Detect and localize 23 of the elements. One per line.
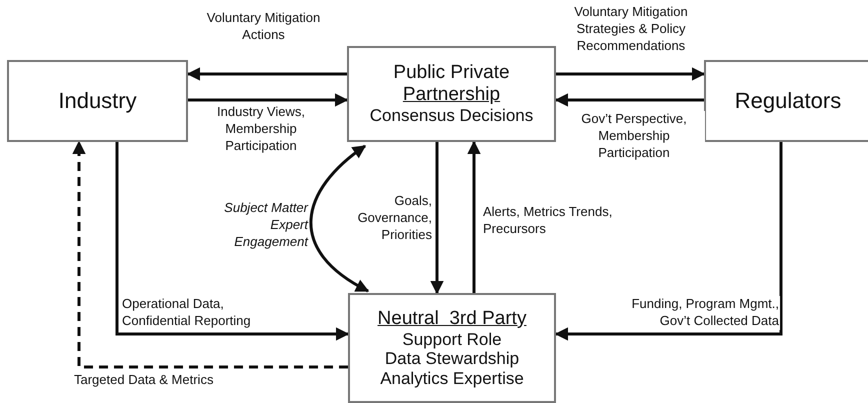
arrow — [554, 93, 704, 107]
process-box — [7, 60, 188, 142]
node-text: Data Stewardship — [384, 349, 520, 369]
node-text: Analytics Expertise — [380, 368, 524, 388]
arrow — [310, 144, 370, 292]
arrow — [554, 142, 782, 341]
arrow — [556, 67, 706, 81]
node-title: Regulators — [734, 88, 842, 114]
node-text: Consensus Decisions — [370, 106, 534, 126]
arrow — [116, 142, 350, 341]
process-box — [704, 60, 868, 142]
arrow — [188, 93, 348, 107]
node-title: Neutral 3rd Party — [378, 308, 526, 330]
arrow — [72, 140, 348, 368]
node-text: Partnership — [402, 84, 500, 106]
process-box — [347, 46, 556, 142]
arrow — [467, 140, 481, 293]
node-title: Public Private — [393, 62, 510, 84]
process-box — [348, 293, 556, 403]
arrow — [430, 142, 444, 294]
arrow — [186, 67, 347, 81]
node-title: Industry — [58, 88, 137, 114]
node-text: Support Role — [402, 330, 502, 350]
